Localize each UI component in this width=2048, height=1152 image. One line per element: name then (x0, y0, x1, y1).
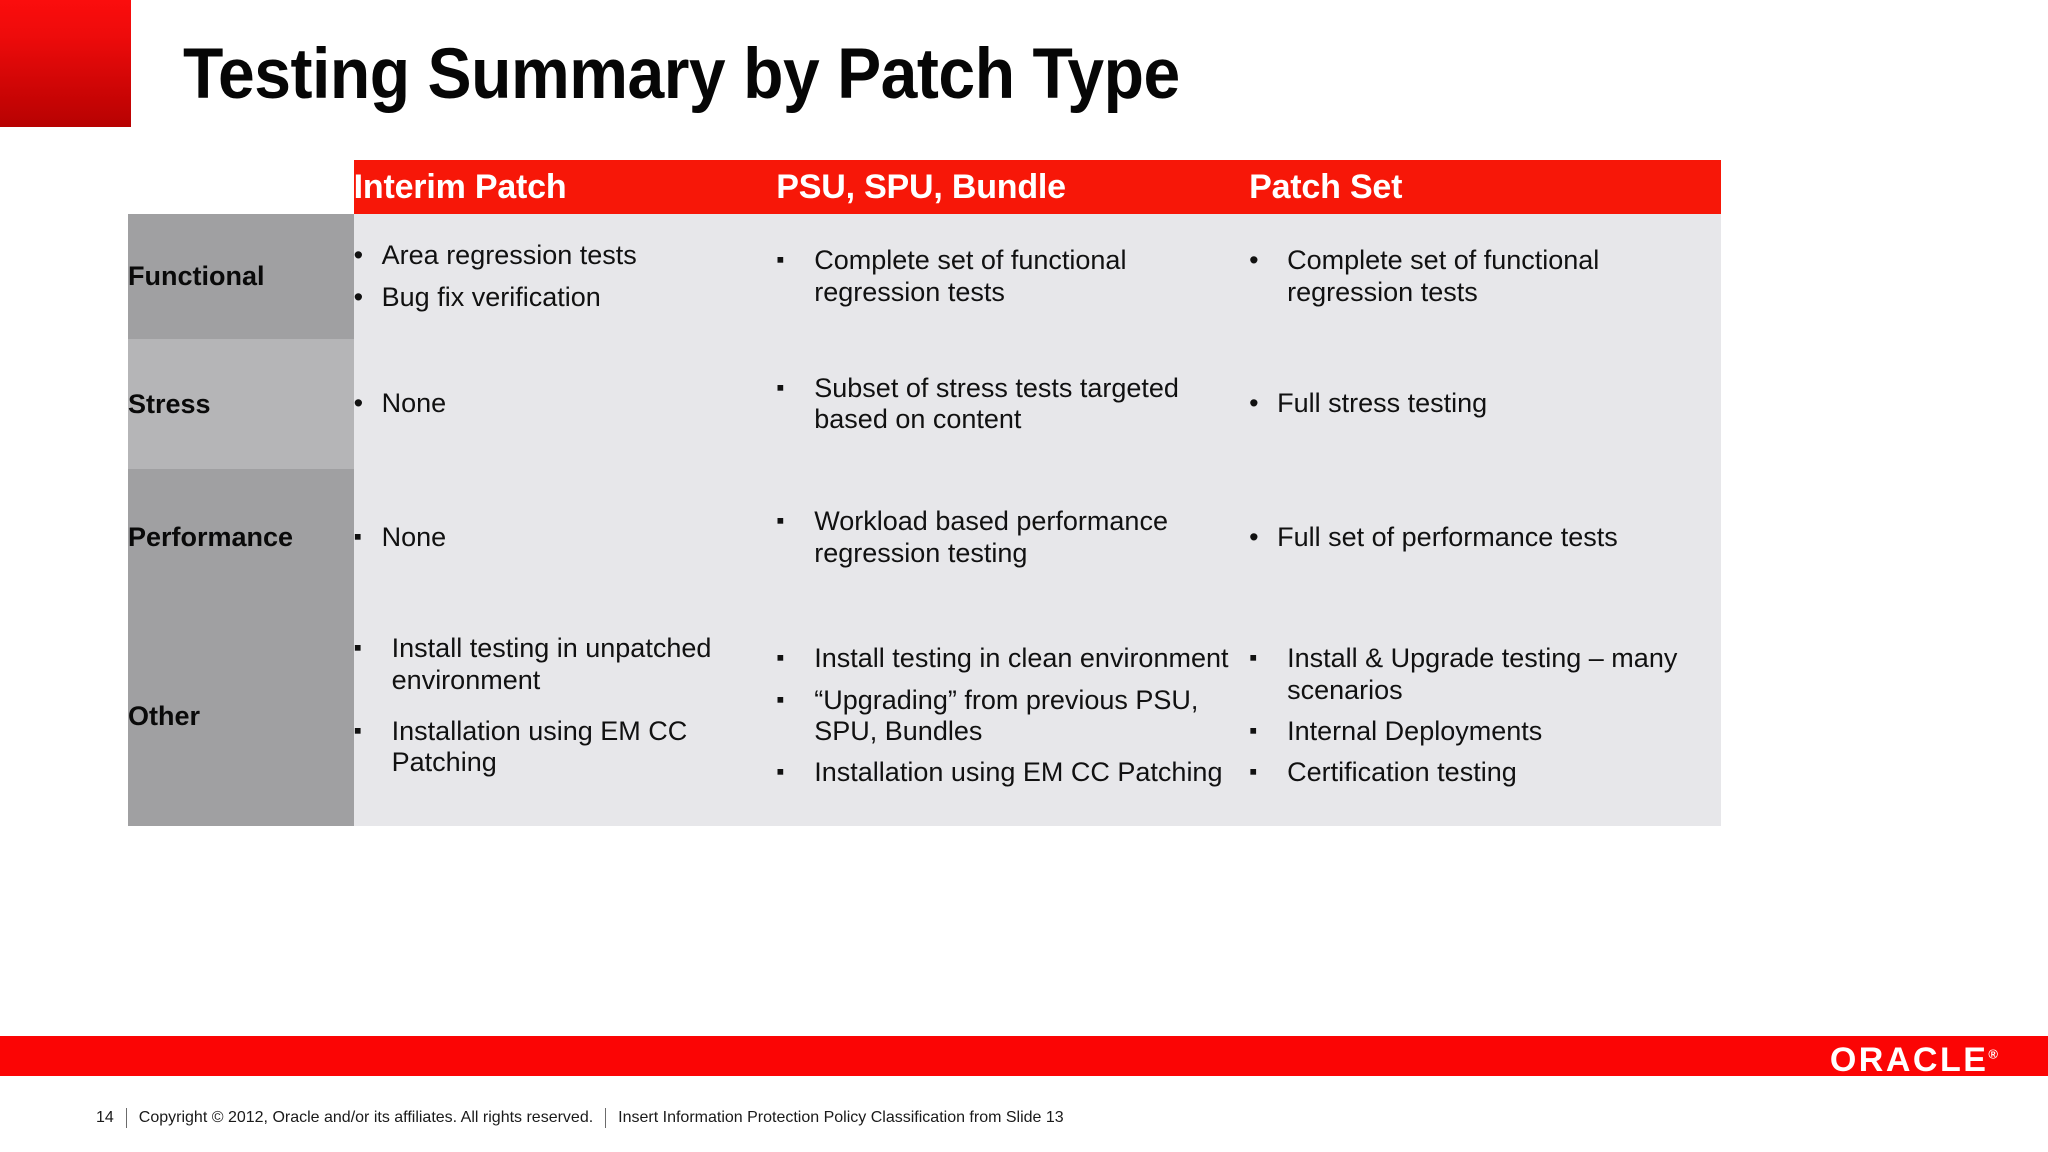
list-item: Complete set of functional regression te… (1249, 245, 1721, 308)
cell-performance-psu-spu-bundle: Workload based performance regression te… (776, 469, 1250, 606)
cell-other-interim-patch: Install testing in unpatched environment… (353, 606, 777, 826)
bullet-list: Complete set of functional regression te… (776, 245, 1249, 308)
list-item: Full set of performance tests (1249, 522, 1721, 554)
bullet-list: Install testing in unpatched environment… (354, 633, 777, 778)
page-title: Testing Summary by Patch Type (183, 35, 1180, 114)
classification-text: Insert Information Protection Policy Cla… (618, 1109, 1064, 1126)
cell-functional-patch-set: Complete set of functional regression te… (1249, 214, 1721, 339)
cell-stress-interim-patch: None (353, 339, 777, 469)
table-row-other: Other Install testing in unpatched envir… (128, 606, 1721, 826)
cell-stress-psu-spu-bundle: Subset of stress tests targeted based on… (776, 339, 1250, 469)
column-header-interim-patch: Interim Patch (353, 160, 777, 214)
table-row-performance: Performance None Workload based performa… (128, 469, 1721, 606)
row-label-other: Other (128, 606, 354, 826)
table-header: Interim Patch PSU, SPU, Bundle Patch Set (128, 160, 1721, 214)
cell-performance-interim-patch: None (353, 469, 777, 606)
list-item: Workload based performance regression te… (776, 506, 1249, 569)
slide-number: 14 (96, 1109, 114, 1126)
copyright-text: Copyright © 2012, Oracle and/or its affi… (138, 1109, 594, 1126)
bullet-list: Area regression tests Bug fix verificati… (354, 240, 777, 313)
list-item: None (354, 388, 777, 420)
footer: 14 Copyright © 2012, Oracle and/or its a… (96, 1108, 1064, 1128)
bullet-list: Full stress testing (1249, 388, 1721, 420)
table-row-stress: Stress None Subset of stress tests targe… (128, 339, 1721, 469)
list-item: Full stress testing (1249, 388, 1721, 420)
table-header-row: Interim Patch PSU, SPU, Bundle Patch Set (128, 160, 1721, 214)
list-item: Complete set of functional regression te… (776, 245, 1249, 308)
bullet-list: Complete set of functional regression te… (1249, 245, 1721, 308)
table-body: Functional Area regression tests Bug fix… (128, 214, 1721, 826)
list-item: Installation using EM CC Patching (776, 757, 1249, 788)
corner-accent-block (0, 0, 131, 127)
table-row-functional: Functional Area regression tests Bug fix… (128, 214, 1721, 339)
list-item: None (354, 522, 777, 553)
row-label-functional: Functional (128, 214, 354, 339)
list-item: Bug fix verification (354, 282, 777, 314)
cell-stress-patch-set: Full stress testing (1249, 339, 1721, 469)
footer-divider (605, 1108, 607, 1128)
bullet-list: Subset of stress tests targeted based on… (776, 373, 1249, 436)
bullet-list: Full set of performance tests (1249, 522, 1721, 554)
cell-other-patch-set: Install & Upgrade testing – many scenari… (1249, 606, 1721, 826)
list-item: “Upgrading” from previous PSU, SPU, Bund… (776, 685, 1249, 748)
bullet-list: None (354, 522, 777, 553)
oracle-logo-text: ORACLE (1829, 1041, 1989, 1079)
footer-red-band (0, 1036, 2048, 1076)
column-header-patch-set: Patch Set (1249, 160, 1721, 214)
row-label-stress: Stress (128, 339, 354, 469)
cell-functional-psu-spu-bundle: Complete set of functional regression te… (776, 214, 1250, 339)
column-header-psu-spu-bundle: PSU, SPU, Bundle (776, 160, 1250, 214)
bullet-list: None (354, 388, 777, 420)
footer-divider (125, 1108, 127, 1128)
table-corner-cell (128, 160, 354, 214)
list-item: Subset of stress tests targeted based on… (776, 373, 1249, 436)
testing-summary-table: Interim Patch PSU, SPU, Bundle Patch Set… (128, 160, 1721, 826)
row-label-performance: Performance (128, 469, 354, 606)
oracle-logo: ORACLE® (1830, 1043, 1998, 1077)
list-item: Internal Deployments (1249, 716, 1721, 747)
cell-functional-interim-patch: Area regression tests Bug fix verificati… (353, 214, 777, 339)
list-item: Area regression tests (354, 240, 777, 272)
bullet-list: Workload based performance regression te… (776, 506, 1249, 569)
bullet-list: Install & Upgrade testing – many scenari… (1249, 643, 1721, 788)
list-item: Install testing in clean environment (776, 643, 1249, 674)
cell-other-psu-spu-bundle: Install testing in clean environment “Up… (776, 606, 1250, 826)
list-item: Certification testing (1249, 757, 1721, 788)
registered-trademark-icon: ® (1988, 1046, 1998, 1062)
list-item: Install testing in unpatched environment (354, 633, 777, 696)
list-item: Install & Upgrade testing – many scenari… (1249, 643, 1721, 706)
bullet-list: Install testing in clean environment “Up… (776, 643, 1249, 788)
list-item: Installation using EM CC Patching (354, 716, 777, 779)
cell-performance-patch-set: Full set of performance tests (1249, 469, 1721, 606)
